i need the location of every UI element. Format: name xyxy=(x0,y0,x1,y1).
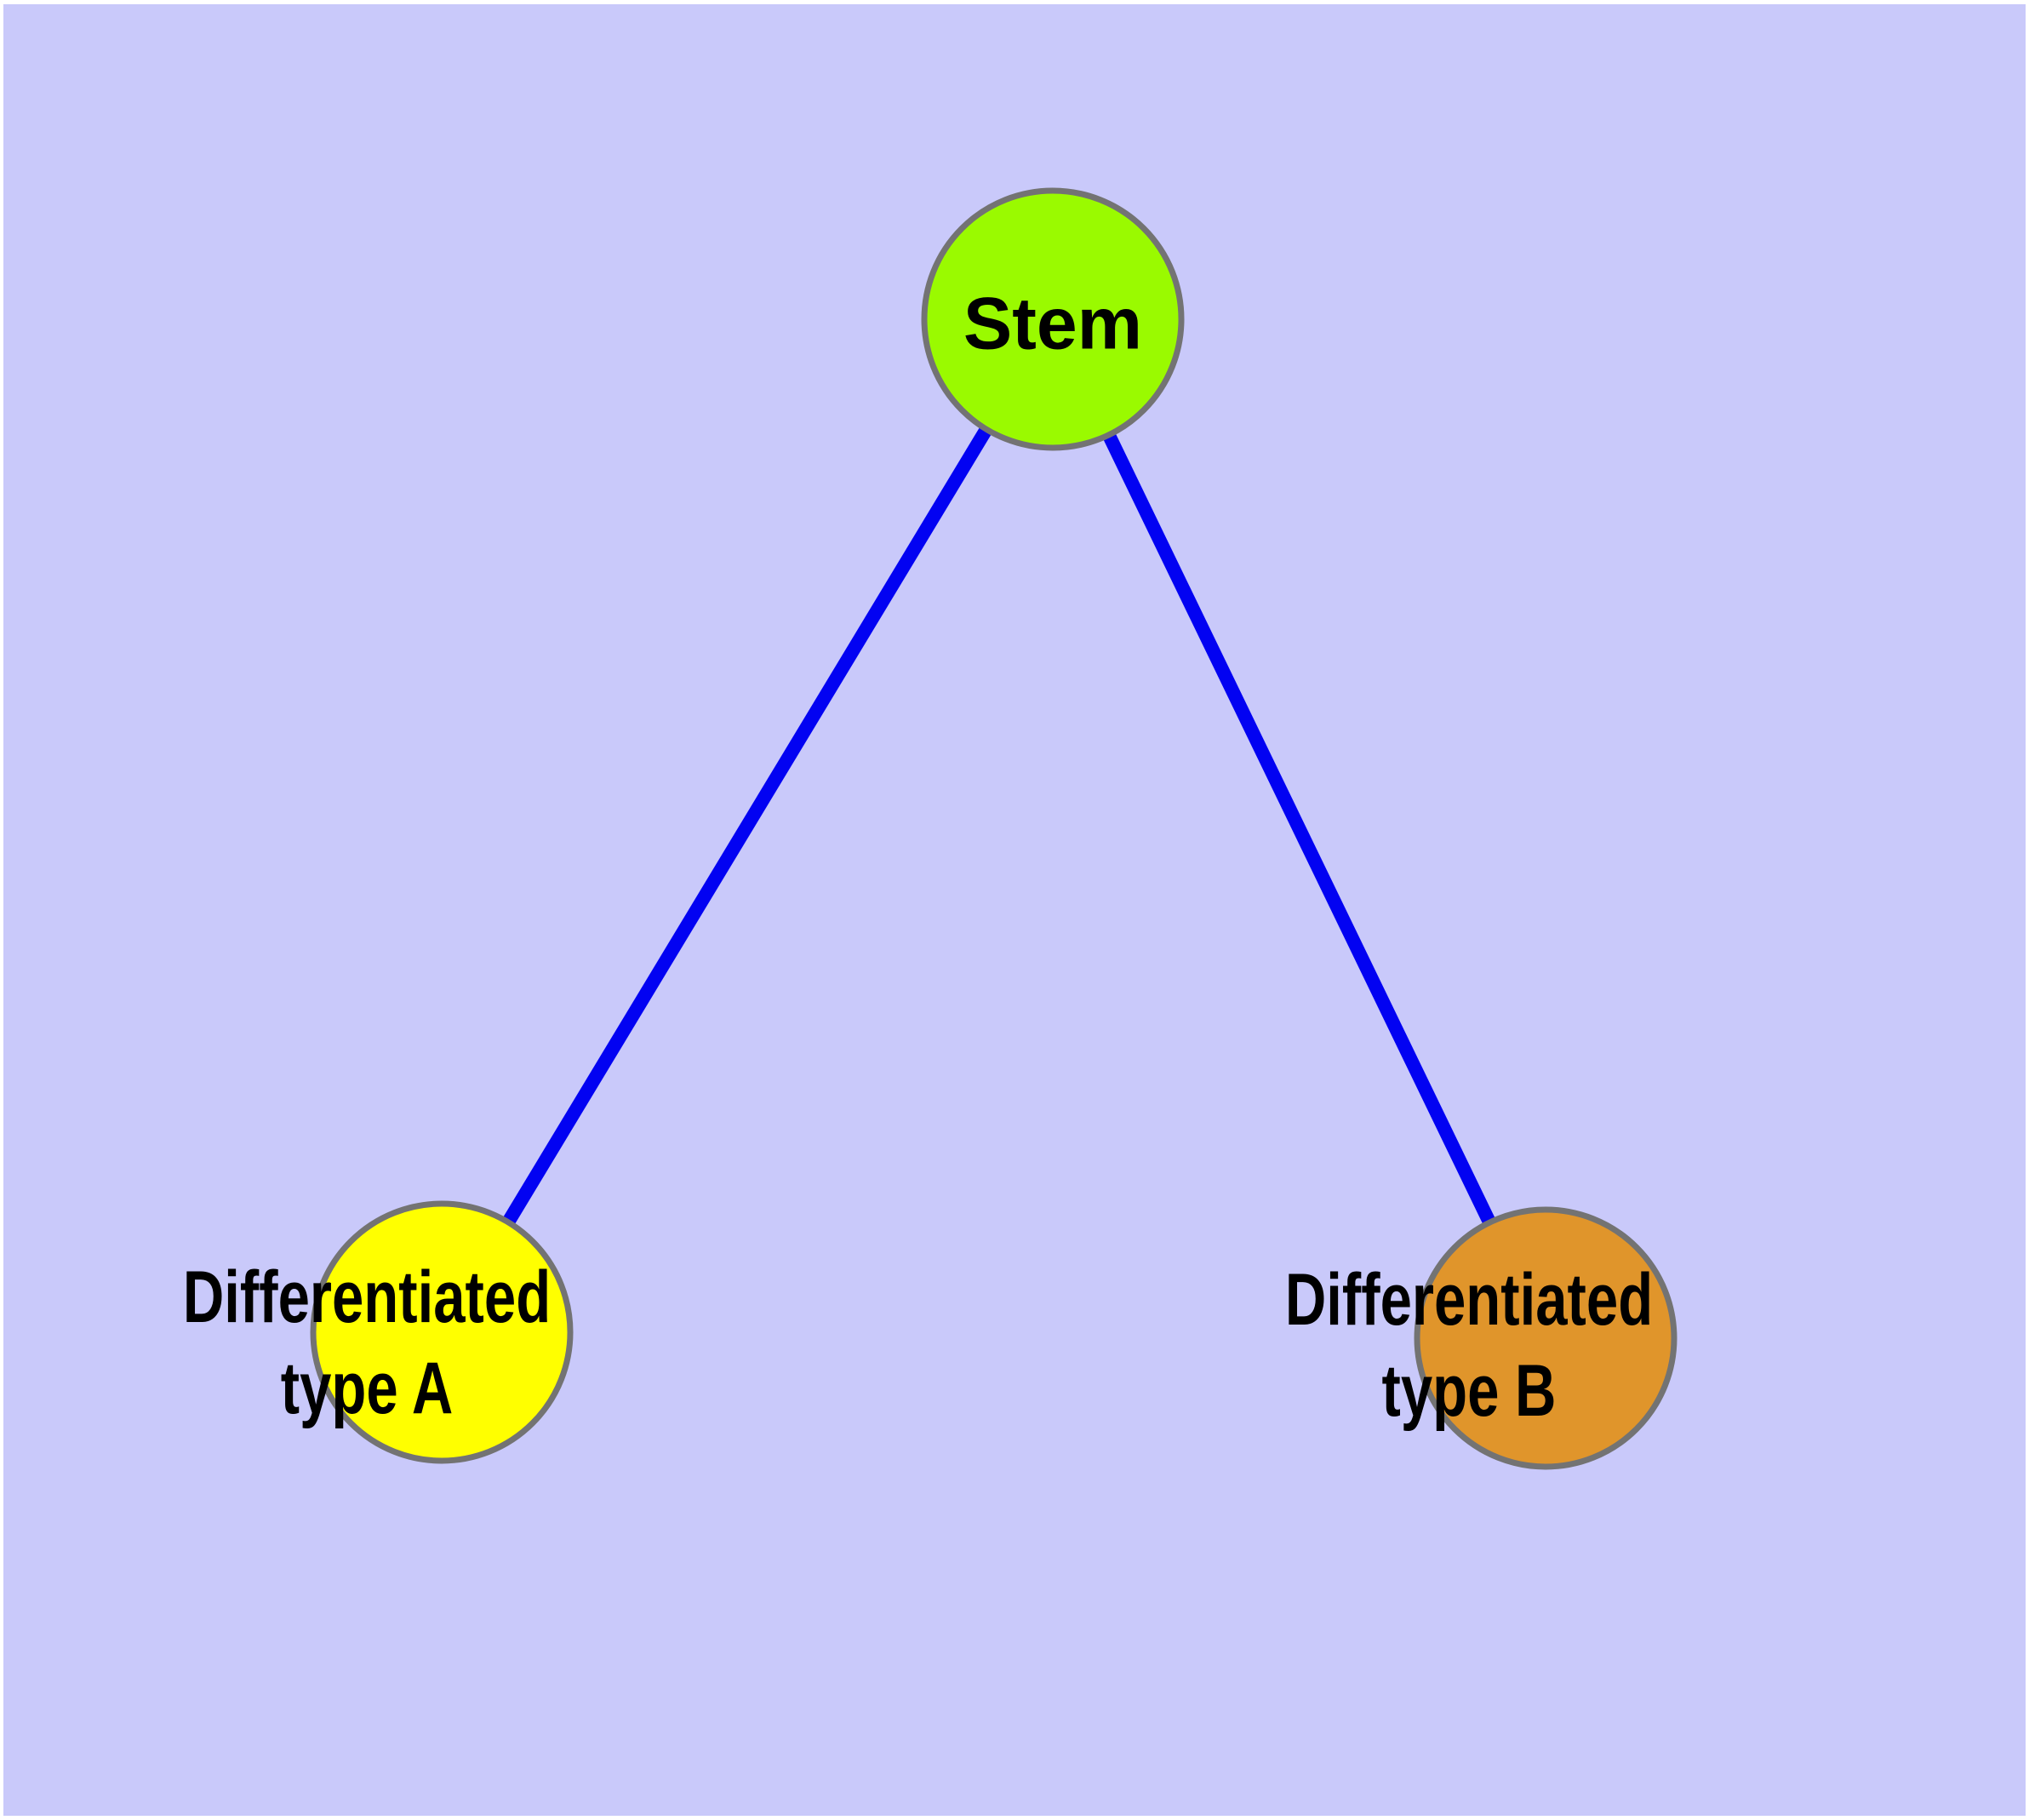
node-type-b-label: Differentiated type B xyxy=(1285,1255,1653,1437)
diagram-canvas: Stem Differentiated type A Differentiate… xyxy=(3,4,2026,1816)
node-stem-label: Stem xyxy=(963,283,1143,365)
edge-stem-to-type-a xyxy=(436,315,1059,1336)
node-type-a-label-line1: Differentiated xyxy=(182,1256,552,1338)
node-type-a-label: Differentiated type A xyxy=(183,1252,551,1434)
node-type-a-circle xyxy=(310,1200,574,1464)
edge-stem-to-type-b xyxy=(1046,316,1552,1342)
node-type-a-label-line2: type A xyxy=(280,1348,454,1429)
node-stem-circle xyxy=(921,187,1185,451)
node-type-b-label-line1: Differentiated xyxy=(1284,1259,1654,1341)
node-type-b-label-line2: type B xyxy=(1381,1350,1557,1432)
node-type-b-circle xyxy=(1414,1206,1677,1470)
